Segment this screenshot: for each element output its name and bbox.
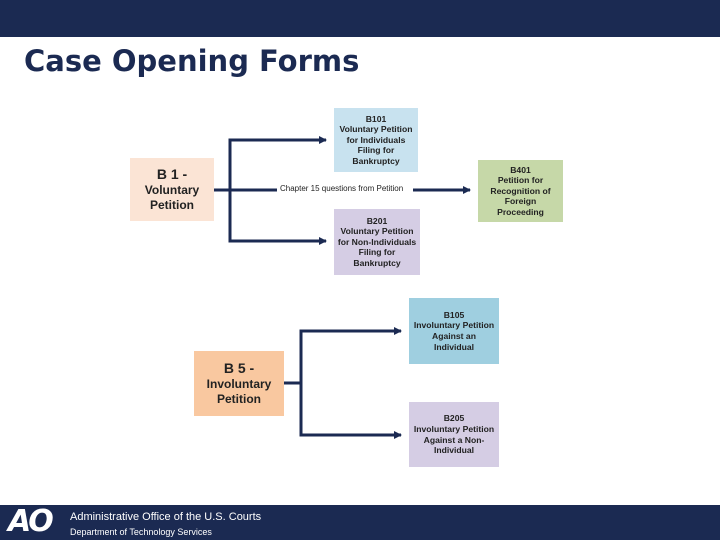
slide-title: Case Opening Forms — [24, 44, 360, 78]
node-b201-line-5: Bankruptcy — [353, 257, 401, 268]
node-b201-line-1: B201 — [366, 215, 388, 226]
header-bar — [0, 0, 720, 37]
node-b5-line-3: Petition — [217, 392, 261, 406]
node-b401-line-2: Petition for — [497, 175, 544, 186]
node-b401-line-4: Foreign — [504, 196, 537, 207]
connector-b1-b201 — [228, 190, 327, 245]
node-b105-line-2: Involuntary Petition — [413, 320, 495, 331]
node-b401-line-5: Proceeding — [497, 206, 544, 217]
node-b1-line-2: Voluntary — [144, 182, 200, 197]
node-b5-line-1: B 5 - — [223, 359, 255, 376]
footer-bar — [0, 505, 720, 540]
node-b1-voluntary-petition: B 1 - Voluntary Petition — [130, 158, 214, 221]
node-b101-line-3: for Individuals — [346, 134, 406, 145]
node-b401: B401 Petition for Recognition of Foreign… — [478, 160, 563, 222]
node-b105-line-4: Individual — [433, 341, 475, 352]
node-b1-line-3: Petition — [150, 198, 194, 212]
node-b105-line-1: B105 — [443, 309, 465, 320]
node-b105: B105 Involuntary Petition Against an Ind… — [409, 298, 499, 364]
footer-department: Department of Technology Services — [70, 527, 212, 537]
node-b401-line-3: Recognition of — [490, 185, 551, 196]
node-b101-line-5: Bankruptcy — [352, 155, 400, 166]
node-b205-line-4: Individual — [433, 445, 475, 456]
node-b205: B205 Involuntary Petition Against a Non-… — [409, 402, 499, 467]
node-b201-line-2: Voluntary Petition — [340, 226, 414, 237]
footer-organization: Administrative Office of the U.S. Courts — [70, 511, 262, 523]
chapter-15-edge-label: Chapter 15 questions from Petition — [280, 184, 404, 193]
ao-logo: AO — [8, 504, 54, 539]
node-b205-line-2: Involuntary Petition — [413, 423, 495, 434]
node-b1-line-1: B 1 - — [156, 165, 188, 182]
connector-b5-b205 — [299, 383, 402, 439]
node-b5-line-2: Involuntary — [206, 376, 272, 391]
node-b401-line-1: B401 — [510, 164, 531, 175]
node-b205-line-3: Against a Non- — [423, 434, 485, 445]
node-b101-line-1: B101 — [365, 113, 387, 124]
connector-b1-b101 — [214, 136, 327, 192]
node-b201: B201 Voluntary Petition for Non-Individu… — [334, 209, 420, 275]
node-b205-line-1: B205 — [443, 413, 465, 424]
node-b201-line-3: for Non-Individuals — [337, 236, 417, 247]
node-b101-line-2: Voluntary Petition — [339, 124, 413, 135]
node-b201-line-4: Filing for — [358, 247, 396, 258]
node-b101: B101 Voluntary Petition for Individuals … — [334, 108, 418, 172]
node-b101-line-4: Filing for — [357, 145, 395, 156]
connector-b5-b105 — [284, 327, 402, 385]
node-b105-line-3: Against an — [432, 331, 476, 341]
node-b5-involuntary-petition: B 5 - Involuntary Petition — [194, 351, 284, 416]
